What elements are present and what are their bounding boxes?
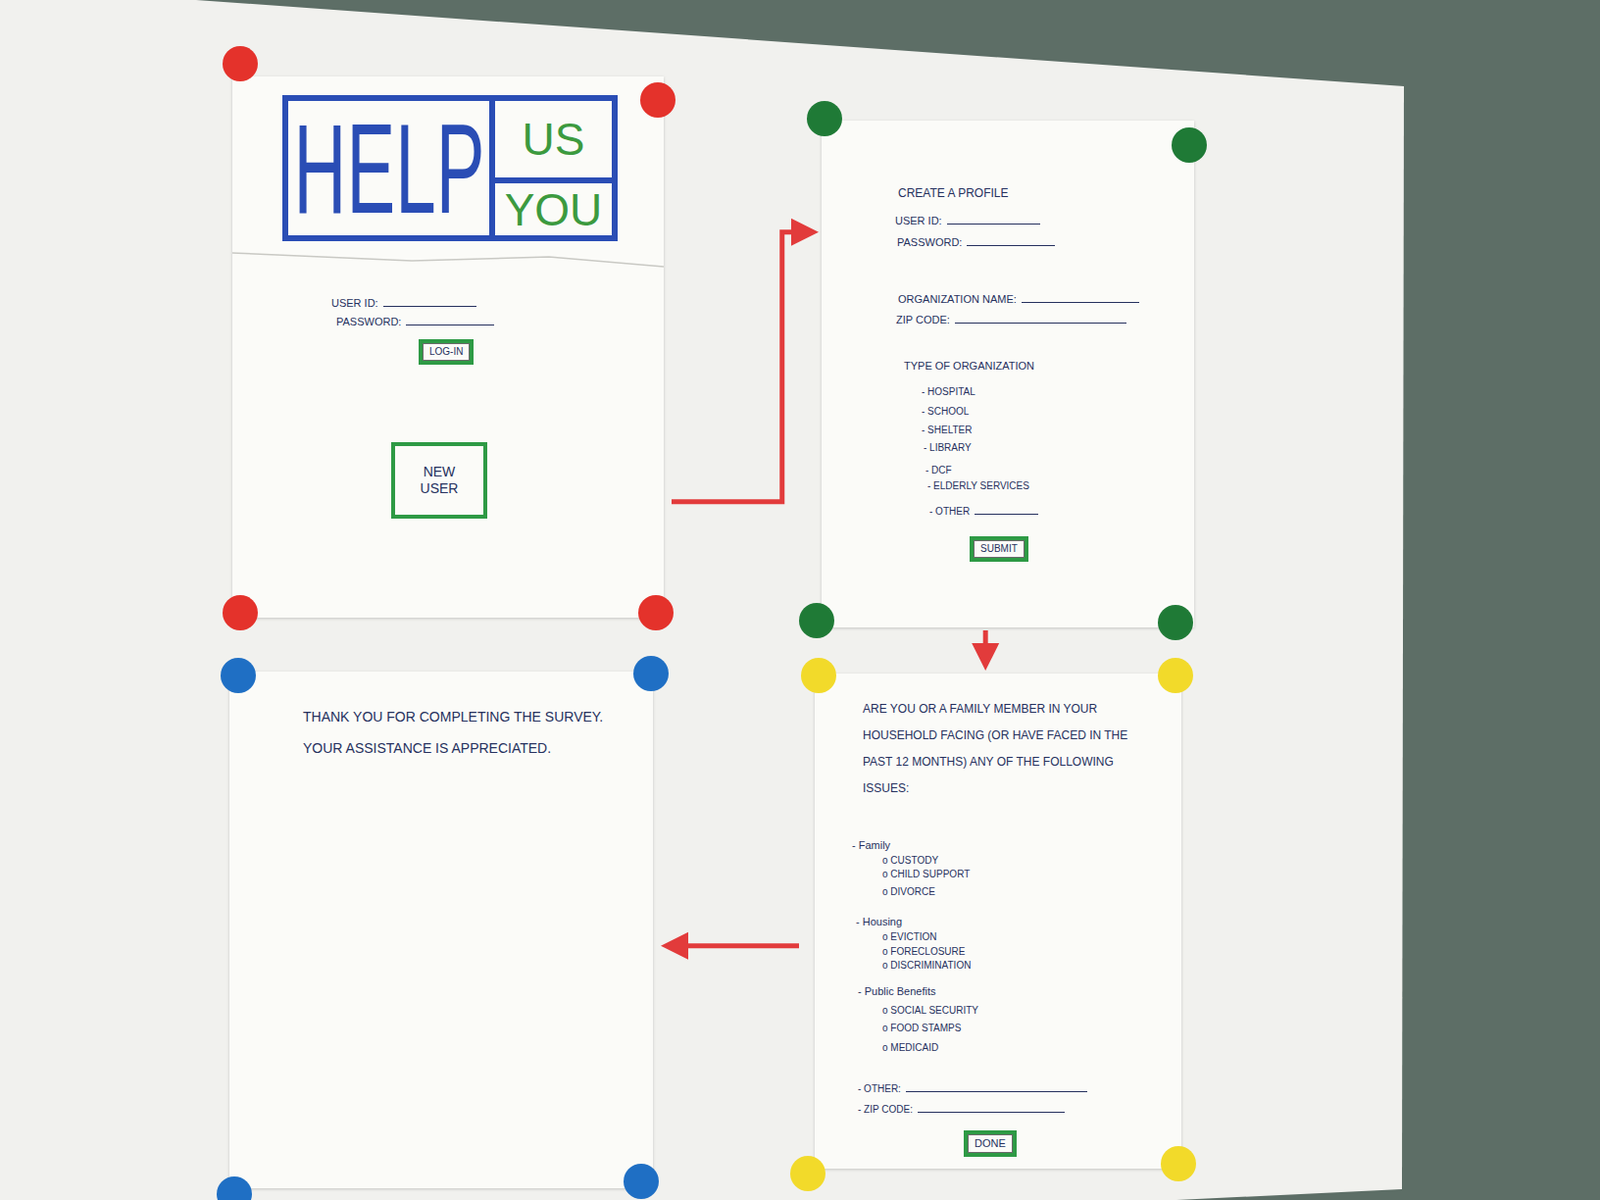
survey-text: - OTHER: <box>857 1082 1088 1096</box>
survey-text: o DIVORCE <box>882 886 936 899</box>
poster-board <box>0 0 1404 1200</box>
yellow-dot <box>1160 1146 1197 1182</box>
green-dot <box>1157 604 1194 641</box>
red-dot <box>222 595 258 631</box>
field-label: - HOSPITAL <box>921 386 976 399</box>
field-label: - SHELTER <box>921 424 973 437</box>
survey-text: - Housing <box>855 915 902 929</box>
survey-text: o EVICTION <box>882 931 938 944</box>
survey-text: o FOOD STAMPS <box>882 1022 961 1035</box>
button-label: SUBMIT <box>980 543 1018 555</box>
survey-text: ARE YOU OR A FAMILY MEMBER IN YOUR HOUSE… <box>862 696 1157 802</box>
field-label: - DCF <box>925 464 952 477</box>
paper-sheet: THANK YOU FOR COMPLETING THE SURVEY. YOU… <box>229 671 653 1189</box>
field-label: TYPE OF ORGANIZATION <box>903 359 1035 373</box>
survey-text: - Family <box>851 839 891 852</box>
logo-word: HELP <box>293 104 485 233</box>
green-dot <box>799 602 835 639</box>
survey-text: o FORECLOSURE <box>882 946 965 958</box>
red-dot <box>638 595 674 631</box>
blank-line <box>405 314 495 326</box>
paper-sheet: CREATE A PROFILE USER ID: PASSWORD: ORGANIZ… <box>821 120 1195 628</box>
field-label: CREATE A PROFILE <box>898 186 1008 200</box>
field-label: PASSWORD: <box>897 235 1055 250</box>
logo-cell: US <box>495 100 612 184</box>
field-label: ZIP CODE: <box>896 312 1127 327</box>
logo-box: HELP US YOU <box>282 95 618 242</box>
done-button: DONE <box>963 1130 1017 1157</box>
button-label: LOG-IN <box>429 346 463 358</box>
yellow-dot <box>790 1155 826 1192</box>
blank-line <box>947 213 1041 225</box>
field-label: ORGANIZATION NAME: <box>898 292 1140 306</box>
new-user-button: NEW USER <box>391 442 488 519</box>
flow-arrow <box>671 232 792 502</box>
submit-button: SUBMIT <box>969 536 1029 562</box>
flow-arrow <box>983 630 989 644</box>
green-dot <box>806 100 843 137</box>
survey-text: o MEDICAID <box>882 1042 939 1054</box>
thank-you-text: THANK YOU FOR COMPLETING THE SURVEY. YOU… <box>302 700 627 764</box>
logo-cell: YOU <box>495 183 612 236</box>
blue-dot <box>623 1163 659 1200</box>
green-dot <box>1171 127 1207 163</box>
blank-line <box>1021 292 1140 303</box>
sticker-dots <box>216 46 1207 1200</box>
blank-line <box>954 312 1127 324</box>
torn-paper-edge <box>232 252 664 267</box>
blank-line <box>383 296 477 307</box>
paper-sheet: USER ID: PASSWORD: HELP US YOU LOG-IN NEW USER <box>232 76 664 618</box>
survey-text: o DISCRIMINATION <box>882 959 971 972</box>
logo-cell: HELP <box>288 100 496 236</box>
logo-word: US <box>522 116 586 162</box>
blue-dot <box>216 1176 252 1200</box>
red-dot <box>640 82 676 118</box>
blank-line <box>966 235 1055 247</box>
survey-text: o CUSTODY <box>882 854 939 867</box>
flow-arrow <box>688 943 800 949</box>
survey-text: o CHILD SUPPORT <box>882 868 970 881</box>
yellow-dot <box>800 657 837 694</box>
red-dot <box>222 46 258 82</box>
field-label: - SCHOOL <box>921 405 969 418</box>
survey-text: - Public Benefits <box>857 985 936 999</box>
blank-line <box>917 1102 1065 1113</box>
login-button: LOG-IN <box>418 339 474 365</box>
field-label: USER ID: <box>895 213 1041 228</box>
survey-text: - ZIP CODE: <box>857 1102 1065 1116</box>
field-label: PASSWORD: <box>336 314 495 329</box>
logo-word: YOU <box>504 187 603 233</box>
blue-dot <box>633 655 669 692</box>
blue-dot <box>220 657 256 694</box>
paper-sheet: ARE YOU OR A FAMILY MEMBER IN YOUR HOUSE… <box>814 673 1182 1169</box>
field-label: USER ID: <box>331 296 477 310</box>
yellow-dot <box>1157 657 1194 694</box>
survey-text: o SOCIAL SECURITY <box>882 1004 979 1017</box>
field-label: - LIBRARY <box>923 442 972 454</box>
field-label: - OTHER <box>929 504 1039 518</box>
blank-line <box>905 1082 1088 1093</box>
blank-line <box>974 504 1039 515</box>
field-label: - ELDERLY SERVICES <box>927 480 1030 493</box>
button-label: NEW USER <box>420 463 459 498</box>
button-label: DONE <box>974 1137 1006 1150</box>
